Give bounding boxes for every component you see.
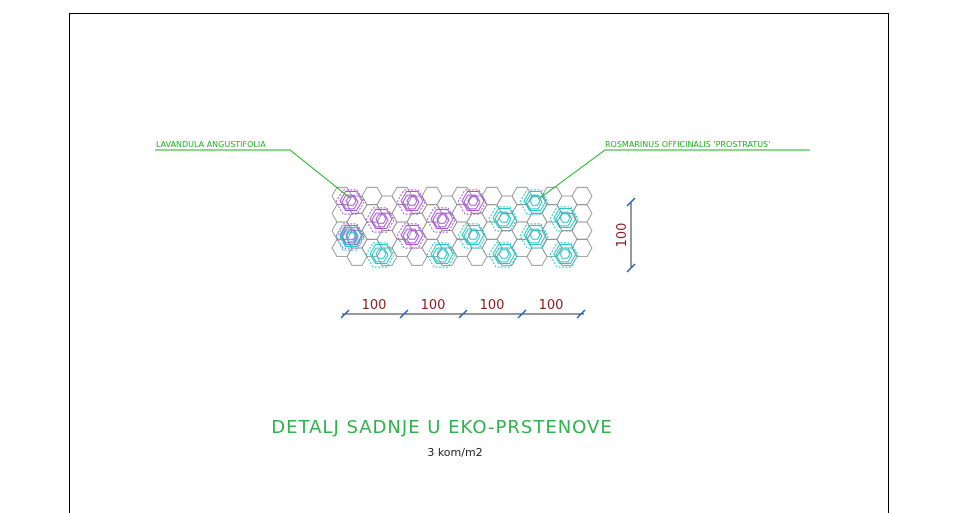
eco-ring-cell	[481, 186, 503, 206]
dimension-tick	[517, 309, 527, 319]
drawing-frame	[69, 13, 889, 513]
dimension-label-2: 100	[421, 298, 446, 313]
eco-ring-cell	[406, 212, 428, 231]
lavandula-leader-line	[155, 149, 351, 199]
eco-ring-cell	[496, 230, 518, 249]
vertical-dimension: 100	[615, 197, 636, 273]
horizontal-dimension-ticks	[340, 309, 586, 319]
rosmarinus-plant	[457, 223, 487, 249]
eco-ring-cell	[436, 195, 458, 214]
eco-ring-cell	[451, 238, 473, 257]
eco-ring-grid	[331, 186, 593, 266]
eco-ring-cell	[571, 186, 593, 206]
eco-ring-cell	[361, 186, 383, 206]
rosmarinus-plant	[365, 242, 395, 268]
eco-ring-cell	[451, 204, 473, 223]
lavandula-plant	[426, 207, 456, 233]
eco-ring-cell	[466, 212, 488, 231]
eco-ring-cell	[571, 238, 593, 257]
lavandula-plant	[396, 223, 426, 249]
rosmarinus-plant	[488, 206, 518, 232]
vertical-dimension-label: 100	[615, 223, 630, 248]
lavandula-plant	[365, 207, 395, 233]
eco-ring-cell	[481, 204, 503, 223]
rosmarinus-plant	[426, 242, 456, 268]
dimension-tick	[458, 309, 468, 319]
dimension-label-1: 100	[362, 298, 387, 313]
rosmarinus-plant	[549, 242, 579, 268]
eco-ring-cell	[406, 247, 428, 266]
rosmarinus-plant	[519, 223, 549, 249]
eco-ring-cell	[556, 230, 578, 249]
eco-ring-cell	[391, 204, 413, 223]
lavandula-label: LAVANDULA ANGUSTIFOLIA	[156, 140, 266, 149]
planting-detail-drawing: LAVANDULA ANGUSTIFOLIA ROSMARINUS OFFICI…	[155, 140, 810, 459]
rosmarinus-plant	[519, 189, 549, 215]
rosmarinus-leader-line	[539, 149, 810, 199]
eco-ring-cell	[541, 238, 563, 257]
eco-ring-cell	[496, 195, 518, 214]
eco-ring-cell	[436, 230, 458, 249]
dimension-tick	[340, 309, 350, 319]
eco-ring-cell	[556, 195, 578, 214]
eco-ring-cell	[526, 247, 548, 266]
eco-ring-cell	[571, 221, 593, 240]
plant-symbols	[335, 189, 579, 268]
eco-ring-cell	[346, 247, 368, 266]
rosmarinus-plant	[488, 242, 518, 268]
lavandula-plant	[457, 189, 487, 215]
lavandula-plant	[335, 189, 365, 215]
horizontal-dimension: 100 100 100 100	[340, 298, 586, 319]
dimension-label-3: 100	[480, 298, 505, 313]
rosmarinus-plant	[549, 206, 579, 232]
drawing-subtitle: 3 kom/m2	[427, 446, 482, 459]
eco-ring-cell	[526, 212, 548, 231]
drawing-title: DETALJ SADNJE U EKO-PRSTENOVE	[271, 417, 612, 438]
eco-ring-cell	[466, 247, 488, 266]
dimension-label-4: 100	[539, 298, 564, 313]
dimension-tick	[576, 309, 586, 319]
rosmarinus-label: ROSMARINUS OFFICINALIS 'PROSTRATUS'	[605, 140, 770, 149]
dimension-tick	[399, 309, 409, 319]
lavandula-plant	[396, 189, 426, 215]
rosmarinus-plant	[335, 225, 365, 251]
